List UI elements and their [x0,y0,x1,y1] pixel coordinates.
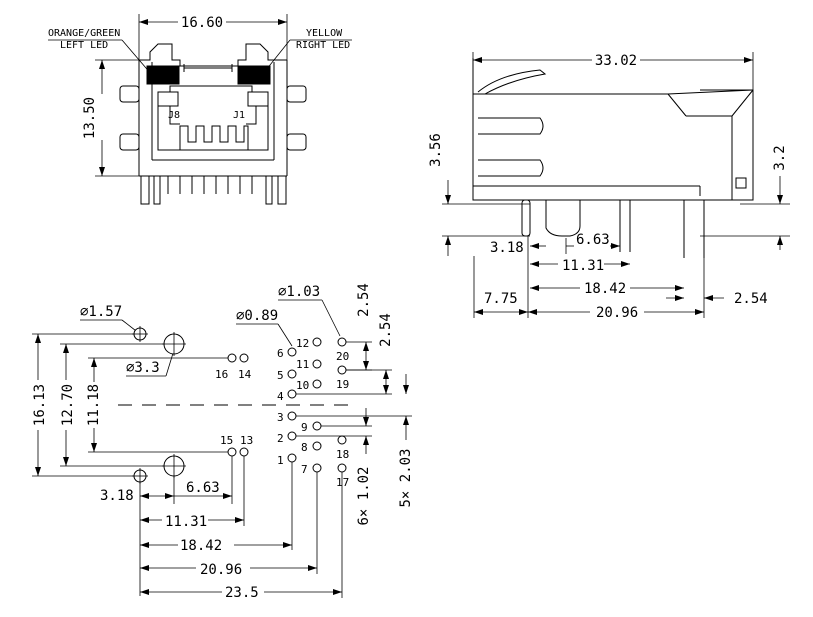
front-height-dim: 13.50 [82,97,98,139]
side-view: 33.02 3.56 [428,52,790,321]
left-led-label-1: ORANGE/GREEN [48,28,120,39]
right-led-label-2: RIGHT LED [296,40,350,51]
pin-17: 17 [336,476,349,489]
hole-0-89: ∅0.89 [236,308,278,324]
fp-pitch-6x: 6× 1.02 [356,466,372,525]
pin-15: 15 [220,434,233,447]
pin-10: 10 [296,379,309,392]
fp-pitch-b: 2.54 [378,313,394,347]
fp-pitch-5x: 5× 2.03 [398,448,414,507]
fp-18-42: 18.42 [180,538,222,554]
pin-18: 18 [336,448,349,461]
front-width-dim: 16.60 [181,15,223,31]
side-length-dim: 33.02 [595,53,637,69]
fp-20-96: 20.96 [200,562,242,578]
pin-16: 16 [215,368,228,381]
pin-8: 8 [301,441,308,454]
pin-3: 3 [277,411,284,424]
hole-1-03: ∅1.03 [278,284,320,300]
fp-12-70: 12.70 [60,384,76,426]
pin-6: 6 [277,347,284,360]
fp-3-18: 3.18 [100,488,134,504]
side-11-31: 11.31 [562,258,604,274]
fp-23-5: 23.5 [225,585,259,601]
hole-1-57: ∅1.57 [80,304,122,320]
fp-11-18: 11.18 [86,384,102,426]
pin-2: 2 [277,432,284,445]
pin-19: 19 [336,378,349,391]
pin-13: 13 [240,434,253,447]
fp-6-63: 6.63 [186,480,220,496]
side-3-18: 3.18 [490,240,524,256]
pin-4: 4 [277,390,284,403]
side-20-96: 20.96 [596,305,638,321]
left-led [146,65,180,85]
fp-16-13: 16.13 [32,384,48,426]
fp-11-31: 11.31 [165,514,207,530]
side-2-54: 2.54 [734,291,768,307]
side-6-63: 6.63 [576,232,610,248]
side-7-75: 7.75 [484,291,518,307]
side-height-dim: 3.56 [428,133,444,167]
front-view: 16.60 13.50 ORANGE/GREEN LEFT LED YELLOW… [48,14,352,205]
pin-5: 5 [277,369,284,382]
right-led-label-1: YELLOW [306,28,343,39]
pin-label-j8: J8 [168,110,180,121]
pin-12: 12 [296,337,309,350]
pin-label-j1: J1 [233,110,245,121]
right-led [237,65,271,85]
side-18-42: 18.42 [584,281,626,297]
pin-7: 7 [301,463,308,476]
fp-pitch-a: 2.54 [356,283,372,317]
pin-9: 9 [301,421,308,434]
hole-3-3: ∅3.3 [126,360,160,376]
pin-1: 1 [277,454,284,467]
side-right-dim: 3.2 [772,145,788,170]
pin-20: 20 [336,350,349,363]
footprint-view: ∅1.57 ∅3.3 ∅0.89 ∅1.03 [32,283,414,601]
left-led-label-2: LEFT LED [60,40,108,51]
pin-14: 14 [238,368,252,381]
pin-11: 11 [296,358,309,371]
